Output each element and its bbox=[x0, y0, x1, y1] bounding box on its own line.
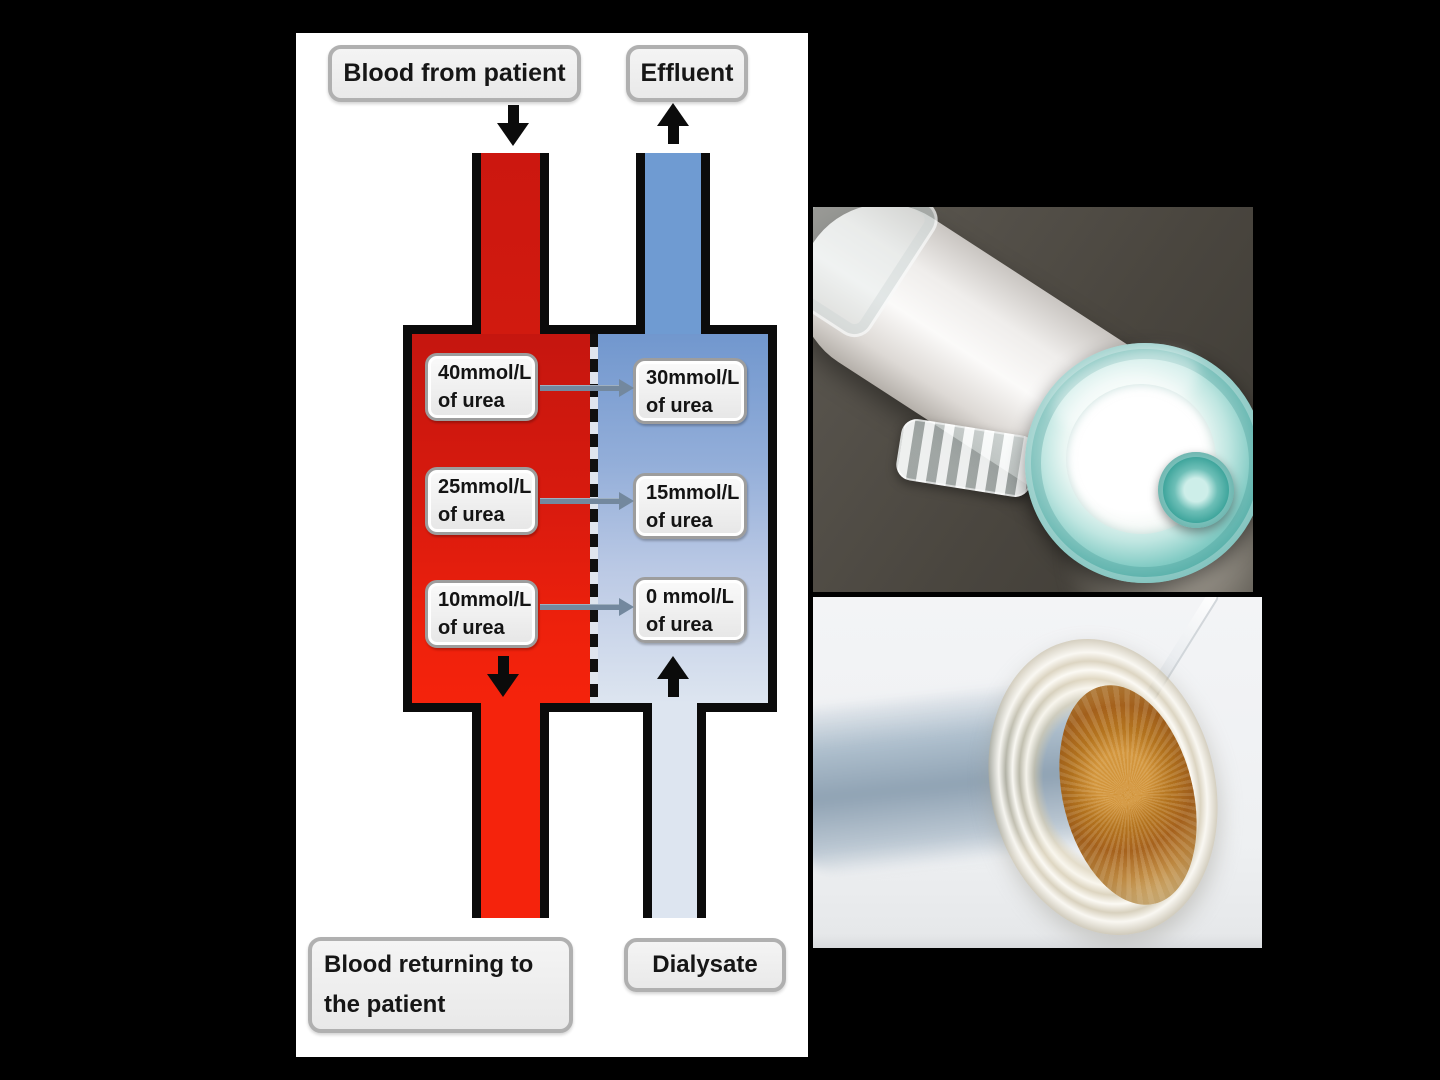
dialysis-diagram-panel: Blood from patient Effluent 40mmol/L of … bbox=[296, 33, 808, 1057]
label-blood-returning: Blood returning to the patient bbox=[308, 937, 573, 1033]
arrow-shaft bbox=[497, 656, 509, 674]
blood-urea-row1: 40mmol/L of urea bbox=[425, 353, 538, 421]
clotted-dialyzer-photo bbox=[813, 597, 1262, 948]
arrow-shaft bbox=[507, 105, 519, 123]
urea-unit: of urea bbox=[438, 390, 505, 412]
label-effluent: Effluent bbox=[626, 45, 748, 102]
arrow-head bbox=[497, 123, 529, 146]
arrow-head bbox=[619, 379, 634, 397]
dialysate-urea-row2: 15mmol/L of urea bbox=[633, 473, 747, 539]
arrow-shaft bbox=[667, 679, 679, 697]
arrow-shaft bbox=[540, 604, 619, 610]
blood-inflow-arrow-icon bbox=[497, 105, 529, 146]
dialysate-urea-row1: 30mmol/L of urea bbox=[633, 358, 747, 424]
dialysate-inflow-channel bbox=[643, 703, 706, 918]
arrow-shaft bbox=[540, 385, 619, 391]
blood-port bbox=[1158, 452, 1234, 528]
urea-unit: of urea bbox=[646, 510, 713, 532]
blood-urea-row3: 10mmol/L of urea bbox=[425, 580, 538, 648]
dialyzer-exchange-box: 40mmol/L of urea 25mmol/L of urea 10mmol… bbox=[403, 325, 777, 712]
effluent-outflow-channel bbox=[636, 153, 710, 334]
blood-urea-row2: 25mmol/L of urea bbox=[425, 467, 538, 535]
arrow-head bbox=[619, 598, 634, 616]
label-blood-from-patient: Blood from patient bbox=[328, 45, 581, 102]
arrow-shaft bbox=[667, 126, 679, 144]
blood-inflow-channel bbox=[472, 153, 549, 334]
blood-return-channel bbox=[472, 703, 549, 918]
urea-unit: of urea bbox=[438, 617, 505, 639]
urea-value: 40mmol/L bbox=[438, 362, 532, 384]
urea-unit: of urea bbox=[646, 395, 713, 417]
dialyzer-cartridge-photo bbox=[813, 207, 1253, 592]
urea-unit: of urea bbox=[646, 614, 713, 636]
urea-value: 10mmol/L bbox=[438, 589, 532, 611]
arrow-head bbox=[619, 492, 634, 510]
urea-unit: of urea bbox=[438, 504, 505, 526]
arrow-head bbox=[487, 674, 519, 697]
arrow-head bbox=[657, 656, 689, 679]
effluent-outflow-arrow-icon bbox=[657, 103, 689, 144]
label-dialysate: Dialysate bbox=[624, 938, 786, 992]
arrow-head bbox=[657, 103, 689, 126]
urea-transfer-arrow-2 bbox=[540, 492, 634, 510]
urea-value: 0 mmol/L bbox=[646, 586, 734, 608]
blood-flow-direction-arrow-icon bbox=[487, 656, 519, 697]
semipermeable-membrane bbox=[590, 334, 598, 703]
urea-transfer-arrow-3 bbox=[540, 598, 634, 616]
urea-transfer-arrow-1 bbox=[540, 379, 634, 397]
arrow-shaft bbox=[540, 498, 619, 504]
urea-value: 30mmol/L bbox=[646, 367, 740, 389]
dialysate-flow-direction-arrow-icon bbox=[657, 656, 689, 697]
urea-value: 25mmol/L bbox=[438, 476, 532, 498]
urea-value: 15mmol/L bbox=[646, 482, 740, 504]
dialysate-urea-row3: 0 mmol/L of urea bbox=[633, 577, 747, 643]
